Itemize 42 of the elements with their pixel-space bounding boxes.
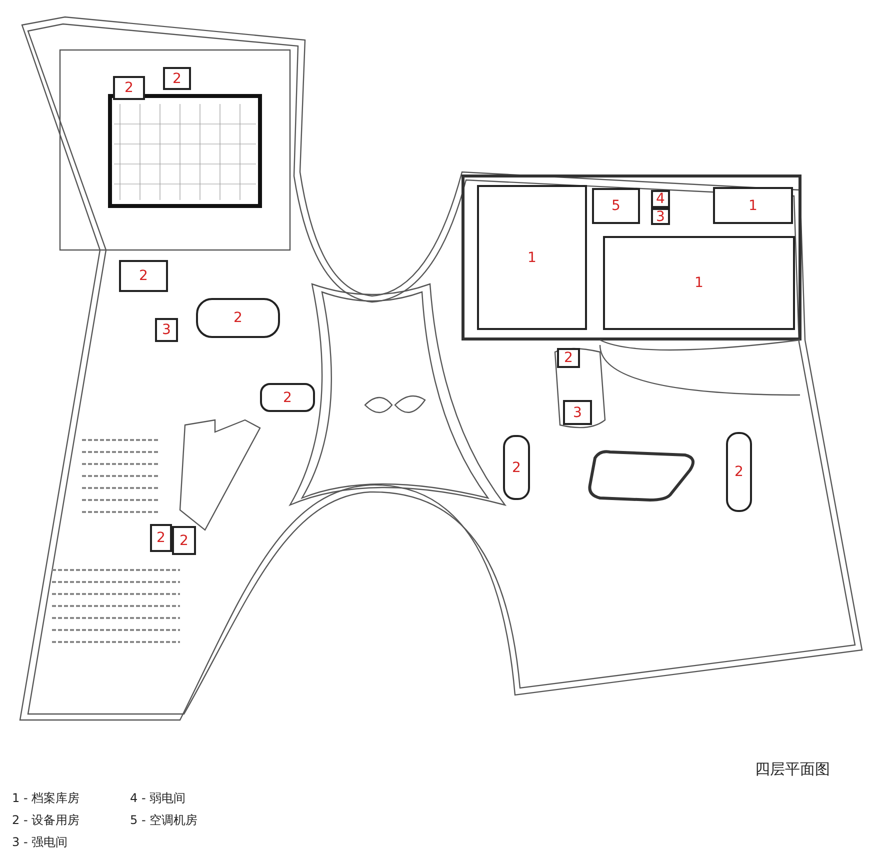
room-outline bbox=[563, 400, 592, 425]
room-number: 1 bbox=[528, 250, 536, 264]
room-number: 2 bbox=[180, 534, 188, 548]
room-outline bbox=[155, 318, 178, 342]
room-outline bbox=[651, 208, 670, 225]
room-outline bbox=[726, 432, 752, 512]
room-number: 2 bbox=[283, 390, 292, 404]
room-number: 2 bbox=[564, 351, 573, 365]
room-number: 2 bbox=[124, 81, 134, 95]
room-number: 1 bbox=[748, 198, 758, 212]
room-outline bbox=[557, 348, 580, 368]
room-number: 2 bbox=[156, 531, 166, 545]
legend-text: 2 - 设备用房 bbox=[12, 812, 80, 829]
room-outline bbox=[603, 236, 795, 330]
plan-title: 四层平面图 bbox=[755, 760, 830, 779]
room-outline bbox=[651, 190, 670, 208]
room-number: 3 bbox=[162, 323, 171, 337]
room-number: 2 bbox=[734, 465, 744, 479]
legend-text: 1 - 档案库房 bbox=[12, 790, 80, 807]
room-outline bbox=[260, 383, 315, 412]
room-outline bbox=[172, 526, 196, 555]
legend-text: 5 - 空调机房 bbox=[130, 812, 198, 829]
legend-text: 4 - 弱电间 bbox=[130, 790, 186, 807]
legend-text: 3 - 强电间 bbox=[12, 834, 68, 851]
room-outline bbox=[503, 435, 530, 500]
room-number: 3 bbox=[573, 406, 582, 420]
room-number: 2 bbox=[512, 460, 521, 474]
room-outline bbox=[713, 187, 793, 224]
room-outline bbox=[119, 260, 168, 292]
room-outline bbox=[163, 67, 191, 90]
room-outline bbox=[196, 298, 280, 338]
room-number: 2 bbox=[234, 311, 242, 325]
room-outline bbox=[477, 185, 587, 330]
room-outline bbox=[592, 188, 640, 224]
room-number: 2 bbox=[139, 269, 148, 283]
room-outline bbox=[113, 76, 145, 100]
room-number: 1 bbox=[694, 276, 704, 290]
room-number: 4 bbox=[656, 192, 665, 206]
room-number: 5 bbox=[612, 199, 620, 213]
room-outline bbox=[150, 524, 172, 552]
room-number: 2 bbox=[172, 72, 182, 86]
room-number: 3 bbox=[656, 210, 665, 224]
